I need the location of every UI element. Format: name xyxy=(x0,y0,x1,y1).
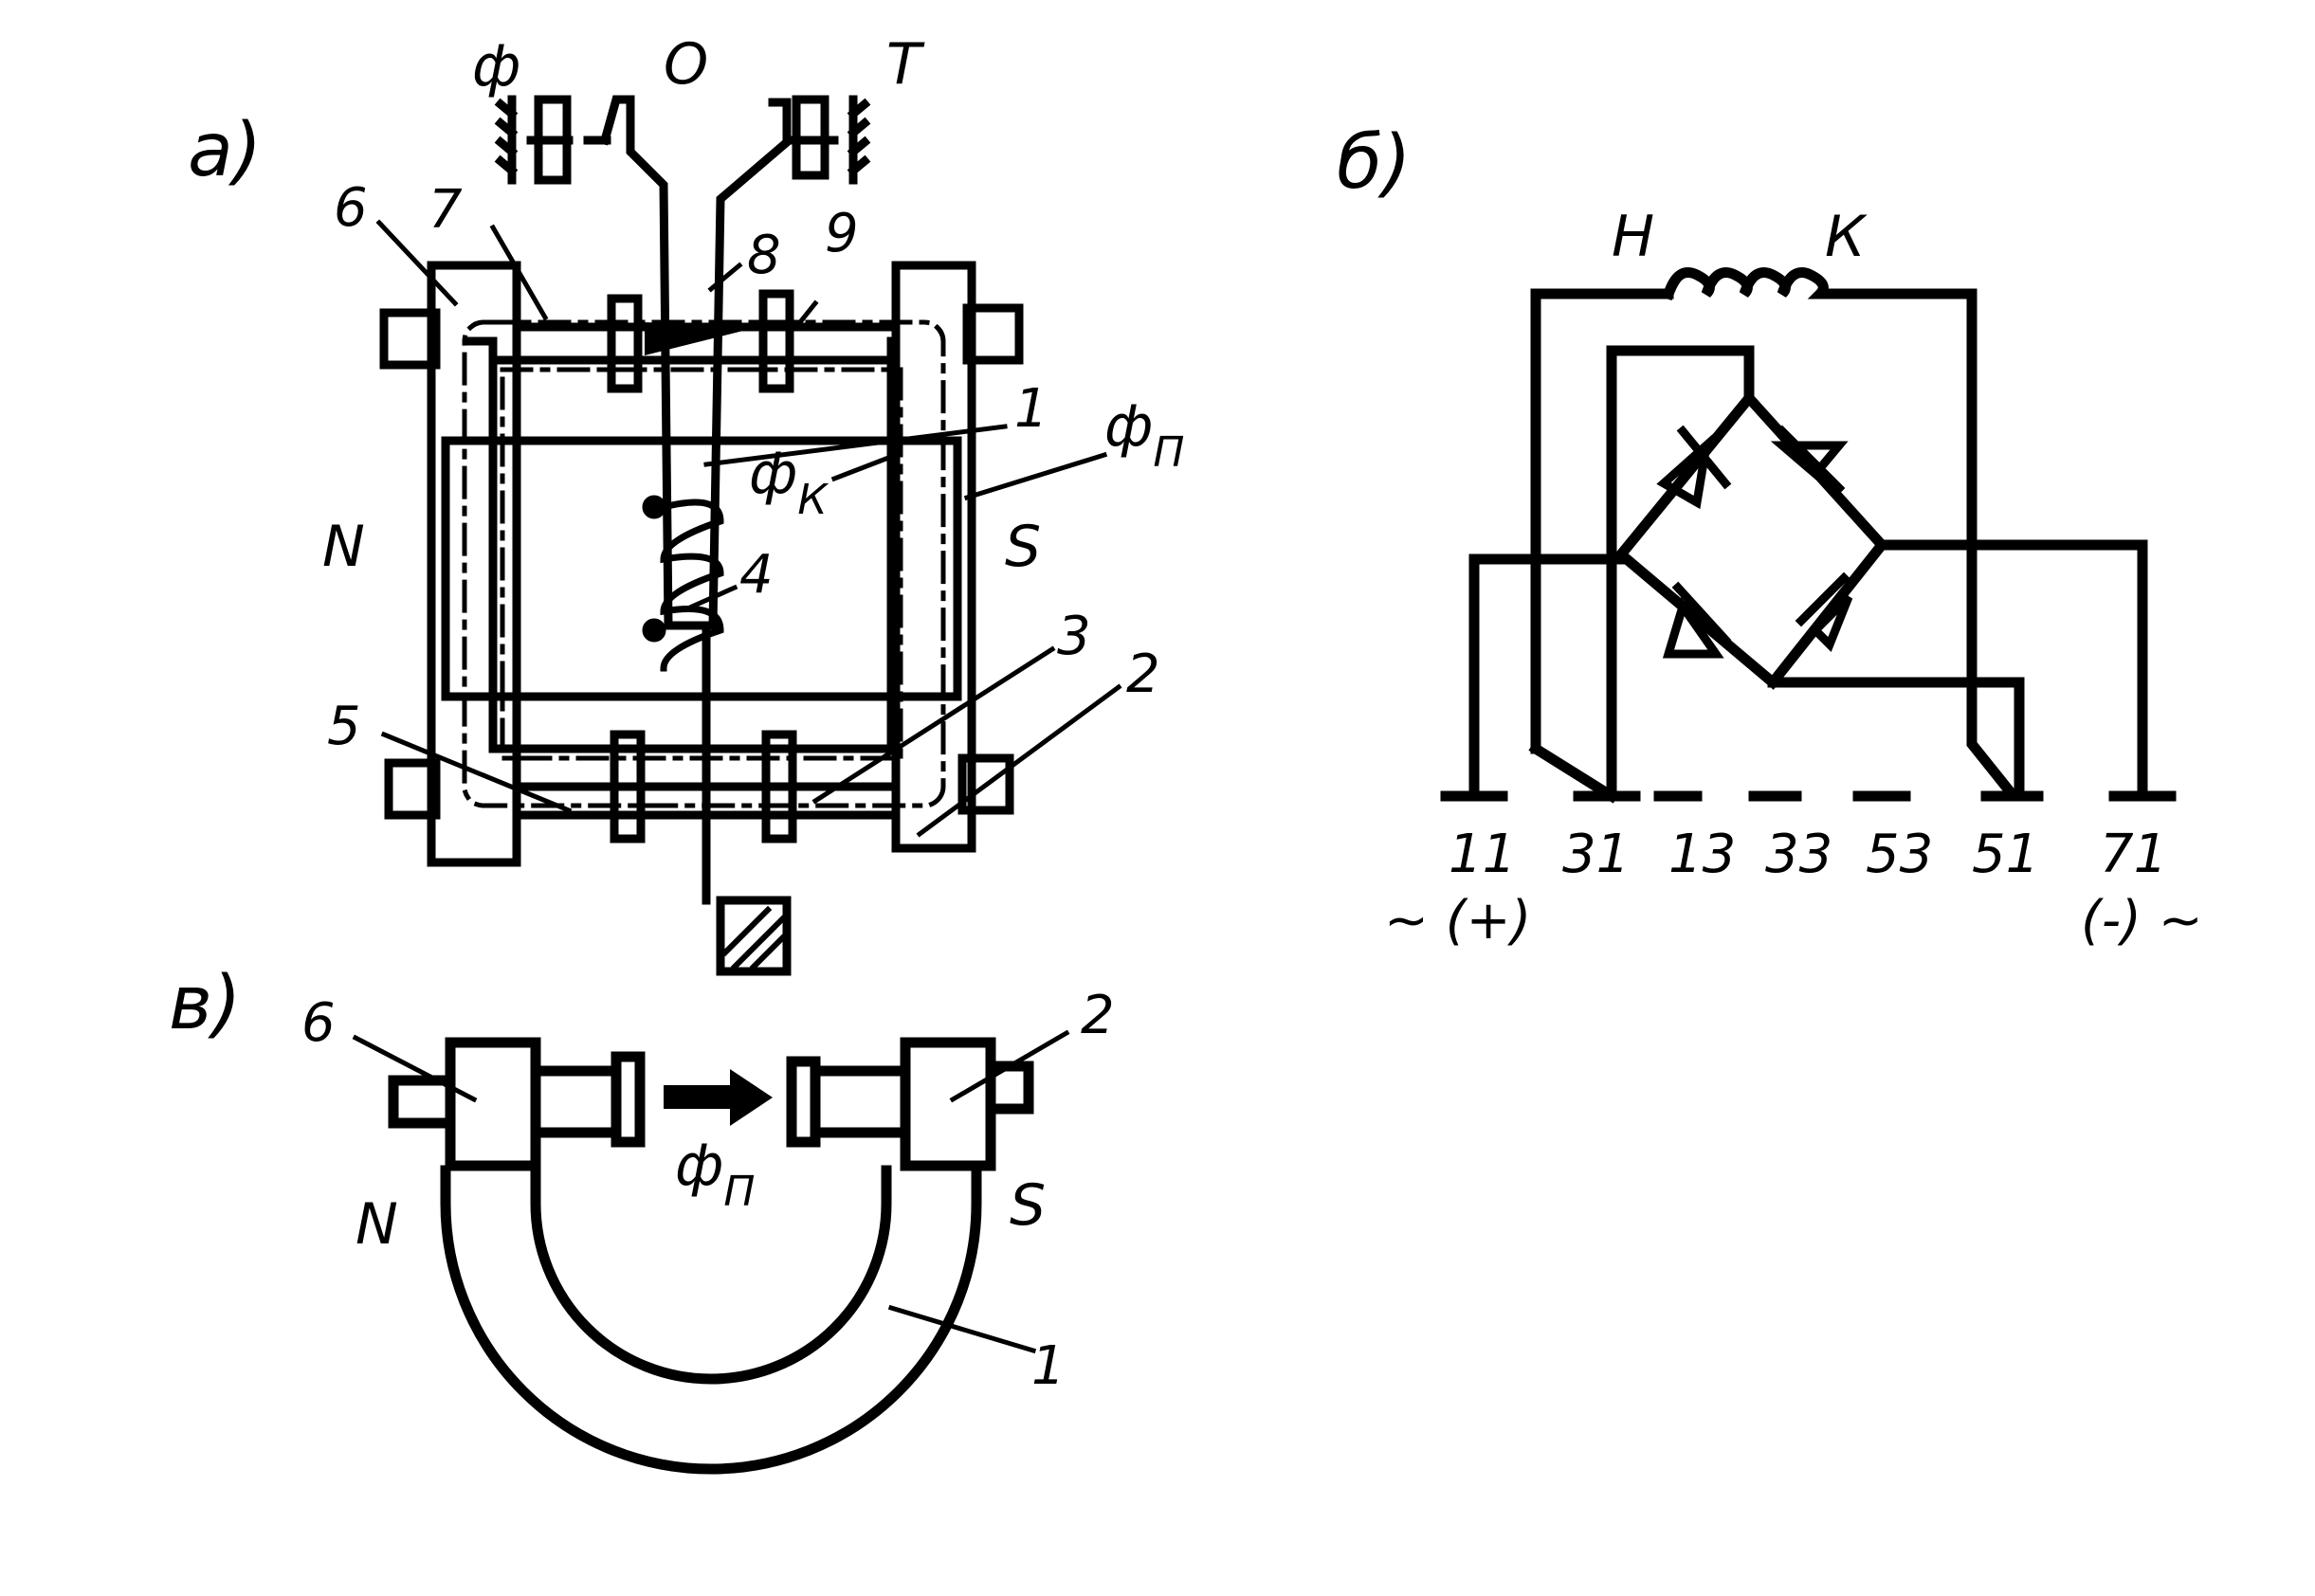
label-f: ф xyxy=(472,33,520,100)
callout-4: 4 xyxy=(739,544,774,606)
callout-7: 7 xyxy=(428,179,463,241)
panel-a-label: а) xyxy=(188,108,262,193)
pole-n-v: N xyxy=(355,1191,398,1258)
terminal-51: 51 xyxy=(1972,824,2039,885)
pole-s: S xyxy=(1005,514,1041,580)
panel-b: б) Н К xyxy=(1337,120,2203,952)
circuit-wiring xyxy=(1440,267,2177,804)
contact-assembly xyxy=(494,95,871,905)
pole-n: N xyxy=(322,514,365,580)
terminal-53: 53 xyxy=(1866,824,1933,885)
panel-v: в) 6 2 1 N S фП xyxy=(169,961,1115,1475)
flux-arrow xyxy=(645,322,758,355)
horseshoe-magnet xyxy=(388,1037,1034,1475)
label-o: О xyxy=(664,31,708,98)
armature-hatching xyxy=(720,905,790,971)
callout-5: 5 xyxy=(327,696,361,757)
panel-v-label: в) xyxy=(169,961,241,1046)
callout-9: 9 xyxy=(825,203,859,264)
label-t: Т xyxy=(886,31,925,98)
flux-p-label-v: фП xyxy=(675,1133,755,1216)
callout-2: 2 xyxy=(1126,644,1160,705)
pole-s-v: S xyxy=(1010,1172,1046,1239)
callout-8: 8 xyxy=(747,225,781,286)
callout-leaders xyxy=(375,219,1122,838)
coil-4 xyxy=(642,495,724,672)
flux-p-label: фП xyxy=(1104,393,1184,477)
callout-2-v: 2 xyxy=(1081,985,1115,1046)
callout-1-v: 1 xyxy=(1031,1335,1066,1397)
coil-label-h: Н xyxy=(1612,204,1654,270)
flux-k-label: фК xyxy=(749,441,829,524)
terminal-33: 33 xyxy=(1765,824,1832,885)
terminal-11: 11 xyxy=(1449,824,1516,885)
terminal-71: 71 xyxy=(2100,824,2167,885)
callout-leaders-v xyxy=(352,1029,1070,1354)
callout-6: 6 xyxy=(334,177,368,239)
callout-6-v: 6 xyxy=(301,992,336,1054)
flux-paths xyxy=(462,319,946,808)
panel-a: а) ф О Т xyxy=(188,31,1184,976)
flux-arrow-v xyxy=(664,1069,773,1126)
coil-label-k: К xyxy=(1825,204,1868,270)
callout-1: 1 xyxy=(1014,378,1048,440)
terminal-31: 31 xyxy=(1562,824,1630,885)
supply-right: (-) ~ xyxy=(2081,890,2203,952)
supply-left: ~ (+) xyxy=(1384,890,1531,952)
callout-3: 3 xyxy=(1057,606,1091,667)
terminal-13: 13 xyxy=(1668,824,1736,885)
diode-bridge xyxy=(1656,425,1853,659)
panel-b-label: б) xyxy=(1337,120,1412,206)
